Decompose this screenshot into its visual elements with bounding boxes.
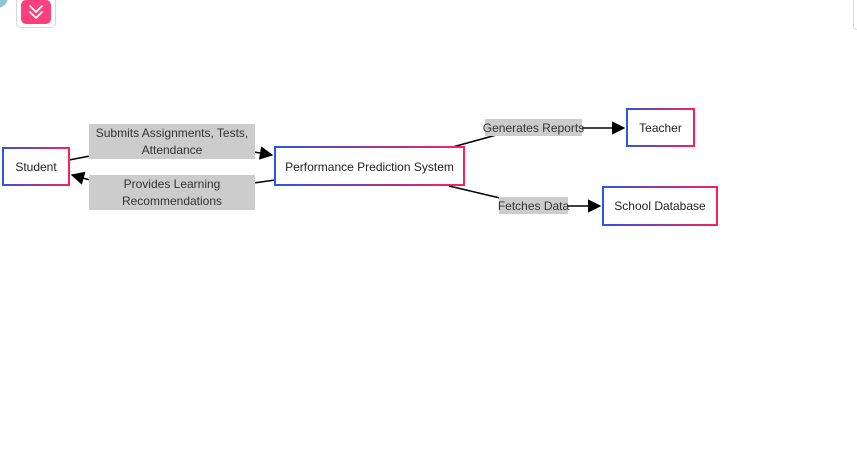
edge-lines xyxy=(68,121,626,213)
edge-label-submits-line2: Attendance xyxy=(142,143,203,157)
edge-line-reports-a xyxy=(448,133,501,149)
edge-line-provides-b xyxy=(70,171,91,185)
node-system-label: Performance Prediction System xyxy=(285,160,454,174)
node-student-label: Student xyxy=(15,160,57,174)
edge-label-submits: Submits Assignments, Tests, Attendance xyxy=(89,124,255,159)
edge-line-fetches-a xyxy=(448,185,501,199)
edge-label-fetches: Fetches Data xyxy=(498,197,570,214)
node-student[interactable]: Student xyxy=(2,147,70,186)
edge-label-submits-line1: Submits Assignments, Tests, xyxy=(96,126,249,140)
node-database-label: School Database xyxy=(614,199,706,213)
node-teacher[interactable]: Teacher xyxy=(626,108,695,147)
node-teacher-label: Teacher xyxy=(639,121,682,135)
edge-label-reports: Generates Reports xyxy=(483,119,584,136)
node-school-database[interactable]: School Database xyxy=(602,186,718,226)
edge-label-provides: Provides Learning Recommendations xyxy=(89,175,255,210)
edge-line-submits-b xyxy=(253,146,274,160)
double-chevron-down-icon xyxy=(21,0,51,24)
edge-label-provides-line2: Recommendations xyxy=(122,194,222,208)
edge-line-submits-a xyxy=(68,155,91,161)
corner-avatar[interactable] xyxy=(0,0,8,8)
collapse-button[interactable] xyxy=(16,0,56,28)
panel-edge xyxy=(853,0,857,30)
edge-line-provides-a xyxy=(253,179,276,184)
edge-label-provides-line1: Provides Learning xyxy=(124,177,221,191)
node-performance-prediction-system[interactable]: Performance Prediction System xyxy=(274,146,465,186)
edge-label-fetches-text: Fetches Data xyxy=(498,199,570,213)
edge-label-reports-text: Generates Reports xyxy=(483,121,584,135)
